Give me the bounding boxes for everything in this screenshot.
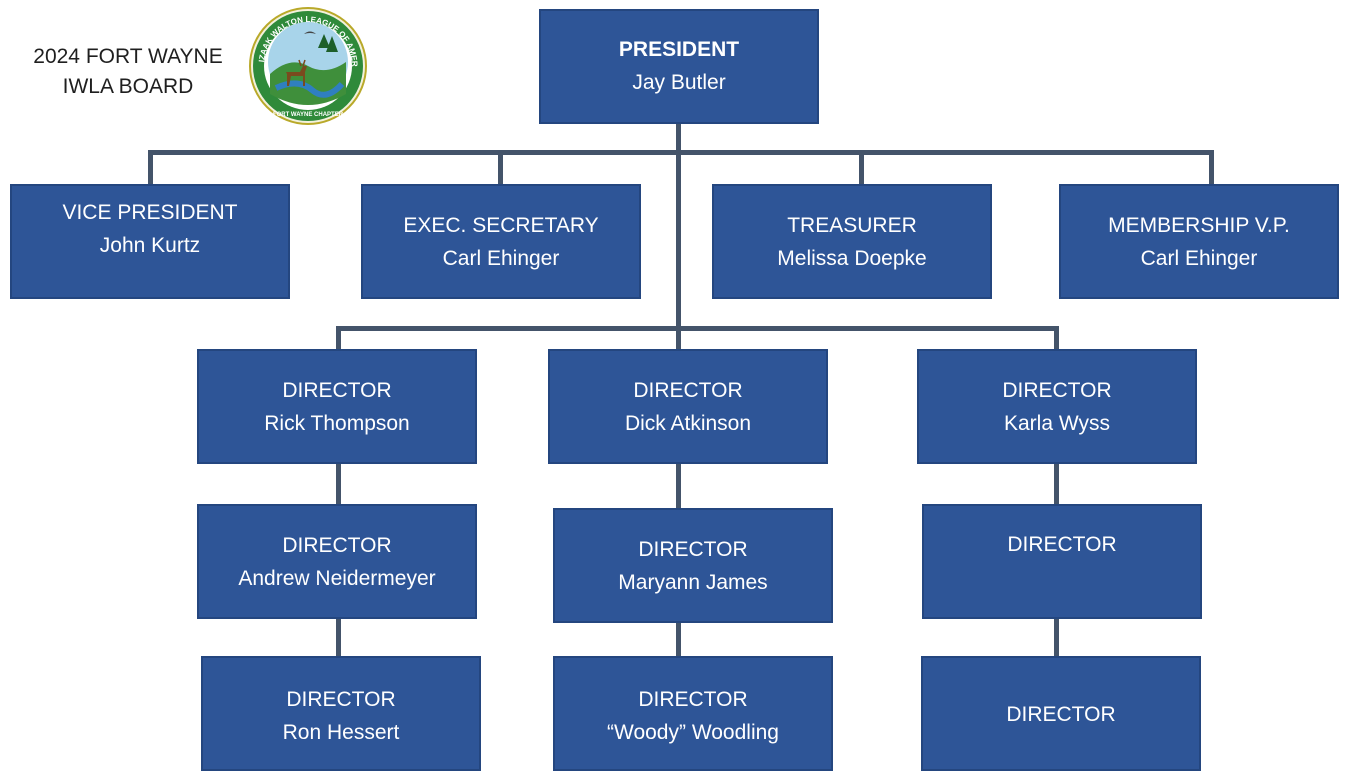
director-role: DIRECTOR [633,378,743,402]
deer-icon [286,59,307,86]
svg-text:FORT WAYNE CHAPTER: FORT WAYNE CHAPTER [273,112,344,118]
director-box-col1-row3: DIRECTOR Ron Hessert [201,656,481,771]
officer-box-membership-vp: MEMBERSHIP V.P. Carl Ehinger [1059,184,1339,299]
director-name: Andrew Neidermeyer [238,566,436,590]
officer-name: Carl Ehinger [442,246,560,270]
connector-director-col2-top [676,326,681,350]
connector-col3-row2-row3 [1054,618,1059,658]
connector-president-trunk [676,123,681,351]
connector-col2-row1-row2 [676,462,681,510]
director-box-col1-row2: DIRECTOR Andrew Neidermeyer [197,504,477,619]
director-name: Maryann James [618,570,768,594]
director-name: Ron Hessert [282,721,400,744]
director-box-col2-row2: DIRECTOR Maryann James [553,508,833,623]
connector-officers-bus [148,150,1214,155]
officer-box-vice-president: VICE PRESIDENT John Kurtz [10,184,290,299]
director-role: DIRECTOR [1007,533,1117,556]
president-box: PRESIDENT Jay Butler [539,9,819,124]
president-name: Jay Butler [632,71,726,94]
director-box-col3-row3: DIRECTOR [921,656,1201,771]
board-title-line2: IWLA BOARD [62,75,194,98]
officer-name: Melissa Doepke [777,246,927,270]
connector-director-col3-top [1054,326,1059,350]
director-role: DIRECTOR [638,537,748,561]
connector-col2-row2-row3 [676,622,681,658]
board-title: 2024 FORT WAYNE IWLA BOARD [18,42,238,102]
iwla-chapter-logo: THE IZAAK WALTON LEAGUE OF AMERICA FORT … [246,4,367,125]
president-role: PRESIDENT [618,38,740,61]
director-name: “Woody” Woodling [607,721,779,744]
director-name: Dick Atkinson [624,411,752,435]
officer-name: Carl Ehinger [1140,246,1258,270]
director-role: DIRECTOR [282,533,392,557]
officer-role: MEMBERSHIP V.P. [1108,213,1290,237]
connector-officer-4 [1209,150,1214,186]
officer-role: EXEC. SECRETARY [403,213,599,237]
director-role: DIRECTOR [286,688,396,711]
director-box-col2-row1: DIRECTOR Dick Atkinson [548,349,828,464]
director-role: DIRECTOR [638,688,748,711]
director-box-col1-row1: DIRECTOR Rick Thompson [197,349,477,464]
connector-col1-row1-row2 [336,462,341,506]
director-name: Karla Wyss [1004,411,1110,435]
board-title-line1: 2024 FORT WAYNE [33,45,223,68]
director-role: DIRECTOR [1006,703,1116,726]
officer-role: VICE PRESIDENT [62,201,238,224]
officer-box-exec-secretary: EXEC. SECRETARY Carl Ehinger [361,184,641,299]
connector-col1-row2-row3 [336,618,341,658]
director-name: Rick Thompson [264,411,410,435]
director-box-col2-row3: DIRECTOR “Woody” Woodling [553,656,833,771]
connector-officer-1 [148,150,153,186]
officer-box-treasurer: TREASURER Melissa Doepke [712,184,992,299]
officer-role: TREASURER [787,213,917,237]
director-box-col3-row2: DIRECTOR [922,504,1202,619]
connector-officer-3 [859,150,864,186]
director-box-col3-row1: DIRECTOR Karla Wyss [917,349,1197,464]
director-role: DIRECTOR [282,378,392,402]
connector-directors-bus [336,326,1059,331]
connector-col3-row1-row2 [1054,462,1059,506]
officer-name: John Kurtz [99,234,201,257]
connector-director-col1-top [336,326,341,350]
connector-officer-2 [498,150,503,186]
director-role: DIRECTOR [1002,378,1112,402]
